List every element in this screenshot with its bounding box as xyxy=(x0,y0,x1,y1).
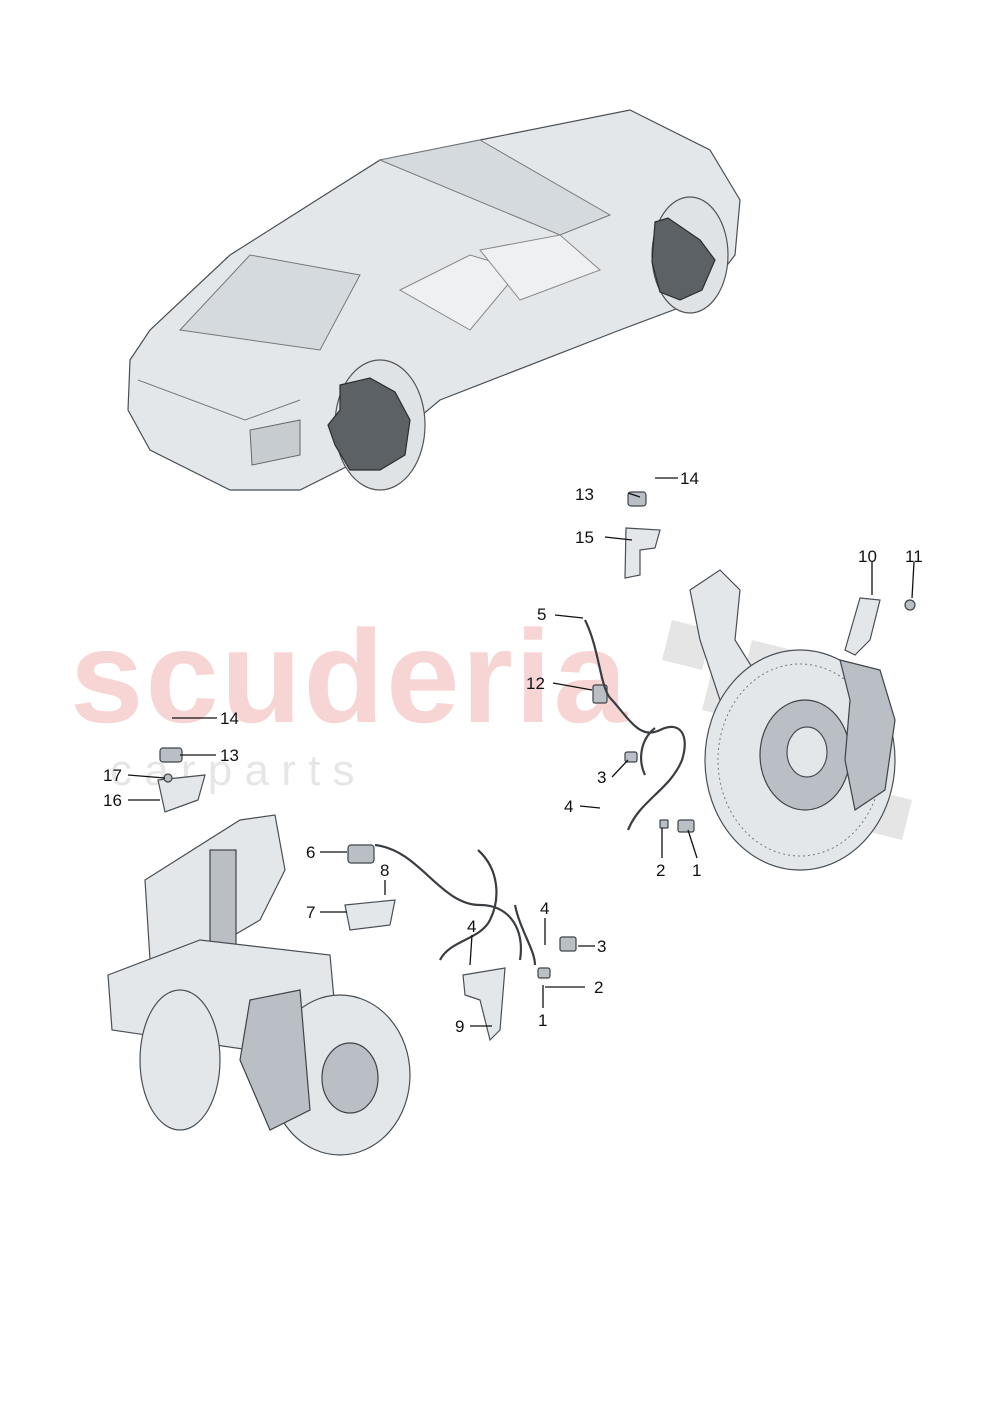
callout-8: 8 xyxy=(380,861,389,880)
callout-4-lower: 4 xyxy=(540,899,549,918)
callout-3-lower: 3 xyxy=(597,937,606,956)
callout-16: 16 xyxy=(103,791,122,810)
callout-13-top: 13 xyxy=(575,485,594,504)
watermark-tagline: c a r p a r t s xyxy=(110,746,355,795)
watermark-brand: scuderia xyxy=(70,603,629,750)
callout-6: 6 xyxy=(306,843,315,862)
callout-17: 17 xyxy=(103,766,122,785)
callout-4-right: 4 xyxy=(564,797,573,816)
callout-1-right: 1 xyxy=(692,861,701,880)
callout-2-right: 2 xyxy=(656,861,665,880)
sensor-bracket xyxy=(157,491,916,1042)
leader-lines xyxy=(127,477,915,1027)
callout-15: 15 xyxy=(575,528,594,547)
callout-1-lower: 1 xyxy=(538,1011,547,1030)
callout-14-left: 14 xyxy=(220,709,239,728)
front-wheelhouse-highlight xyxy=(651,217,716,301)
callout-4-mid: 4 xyxy=(467,917,476,936)
callout-14-top: 14 xyxy=(680,469,699,488)
wiring-harness xyxy=(374,619,686,966)
callout-11: 11 xyxy=(905,547,923,566)
front-wheel-hub xyxy=(689,569,896,871)
rear-wheel-hub xyxy=(107,814,411,1156)
callout-13-left: 13 xyxy=(220,746,239,765)
callout-5: 5 xyxy=(537,605,546,624)
callout-3-right: 3 xyxy=(597,768,606,787)
callout-12: 12 xyxy=(526,674,545,693)
rear-wheelhouse-highlight xyxy=(327,377,411,471)
callout-10: 10 xyxy=(858,547,877,566)
callout-labels: 14 13 15 10 11 5 12 3 4 2 1 14 13 17 16 … xyxy=(103,469,923,1036)
callout-9: 9 xyxy=(455,1017,464,1036)
car-illustration xyxy=(127,109,741,491)
callout-7: 7 xyxy=(306,903,315,922)
callout-2-lower: 2 xyxy=(594,978,603,997)
